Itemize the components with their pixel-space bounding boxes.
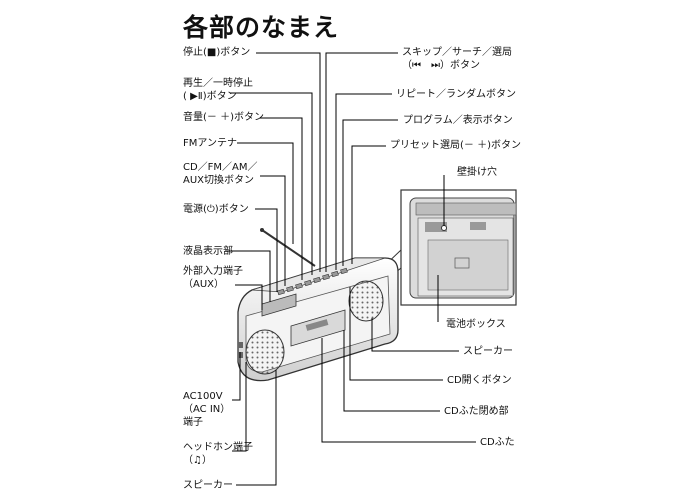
label-volume-button: 音量(－ ＋)ボタン: [183, 112, 264, 123]
label-fm-antenna: FMアンテナ: [183, 138, 237, 149]
label-preset-button: プリセット選局(－ ＋)ボタン: [390, 140, 521, 151]
label-speaker-left: スピーカー: [183, 480, 233, 491]
label-wall-hole: 壁掛け穴: [457, 167, 497, 178]
label-ac-in-jack: AC100V（AC IN）端子: [183, 391, 231, 428]
label-program-button: プログラム／表示ボタン: [403, 115, 513, 126]
leader-lines-left: [225, 52, 321, 486]
label-repeat-button: リピート／ランダムボタン: [396, 89, 516, 100]
label-lcd-display: 液晶表示部: [183, 246, 233, 257]
label-battery-box: 電池ボックス: [446, 319, 506, 330]
back-panel-inset: [379, 175, 517, 322]
label-skip-button: スキップ／サーチ／選局（⏮ ⏭）ボタン: [402, 47, 512, 71]
label-mode-button: CD／FM／AM／AUX切換ボタン: [183, 162, 258, 186]
label-headphone-jack: ヘッドホン端子（♫）: [183, 442, 253, 466]
label-stop-button: 停止(■)ボタン: [183, 47, 251, 58]
page-title: 各部のなまえ: [183, 13, 340, 42]
label-aux-jack: 外部入力端子（AUX）: [183, 266, 243, 290]
label-cd-open-button: CD開くボタン: [447, 375, 512, 386]
label-cd-lid: CDふた: [480, 437, 515, 448]
leader-lines-right: [321, 52, 476, 443]
label-power-button: 電源(⏻)ボタン: [183, 204, 249, 215]
label-speaker-right: スピーカー: [463, 346, 513, 357]
label-play-pause-button: 再生／一時停止( ▶Ⅱ)ボタン: [183, 78, 253, 102]
label-cd-lid-lock: CDふた閉め部: [444, 406, 509, 417]
